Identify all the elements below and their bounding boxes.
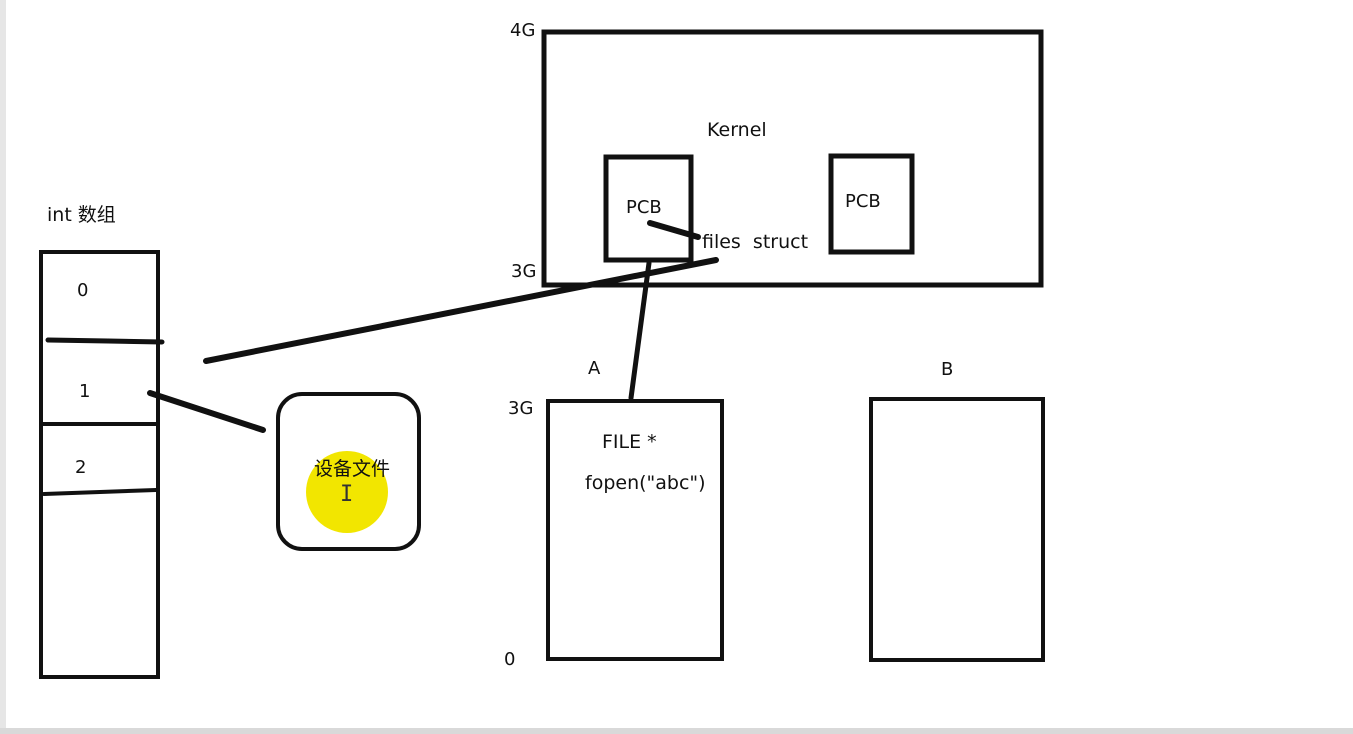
int-array-label: int 数组 [47, 204, 116, 226]
process-b-label: B [941, 359, 954, 380]
pcb-box-a [603, 154, 694, 263]
array-index-0: 0 [77, 280, 89, 301]
cursor-highlight [306, 451, 388, 533]
files-struct-to-array-line [203, 257, 719, 364]
process-b-box [869, 397, 1045, 662]
device-file-label: 设备文件 [314, 458, 391, 480]
process-a-label: A [588, 358, 601, 379]
address-4g-label: 4G [510, 20, 536, 41]
pcb-b-label: PCB [845, 191, 881, 212]
device-file-box [276, 392, 421, 551]
address-3g-user-label: 3G [508, 398, 534, 419]
process-a-box [546, 399, 724, 661]
pcb-a-label: PCB [626, 197, 662, 218]
window-bottom-edge [0, 728, 1353, 734]
file-pointer-label: FILE * [602, 431, 657, 453]
int-array-box [39, 250, 160, 679]
pcb-to-process-a-line [628, 260, 652, 401]
address-0-label: 0 [504, 649, 516, 670]
window-left-edge [0, 0, 6, 734]
array-divider-3 [42, 488, 158, 496]
text-cursor-icon: I [340, 482, 354, 507]
kernel-box [541, 29, 1044, 288]
fopen-call-label: fopen("abc") [585, 472, 706, 494]
pcb-to-files-struct-line [647, 220, 701, 240]
array-to-device-file-line [147, 390, 266, 433]
array-index-2: 2 [75, 457, 87, 478]
array-index-1: 1 [79, 381, 91, 402]
files-struct-label: files struct [702, 231, 809, 253]
kernel-label: Kernel [707, 119, 767, 141]
pcb-box-b [828, 153, 915, 255]
array-divider-1 [45, 337, 165, 345]
address-3g-kernel-label: 3G [511, 261, 537, 282]
